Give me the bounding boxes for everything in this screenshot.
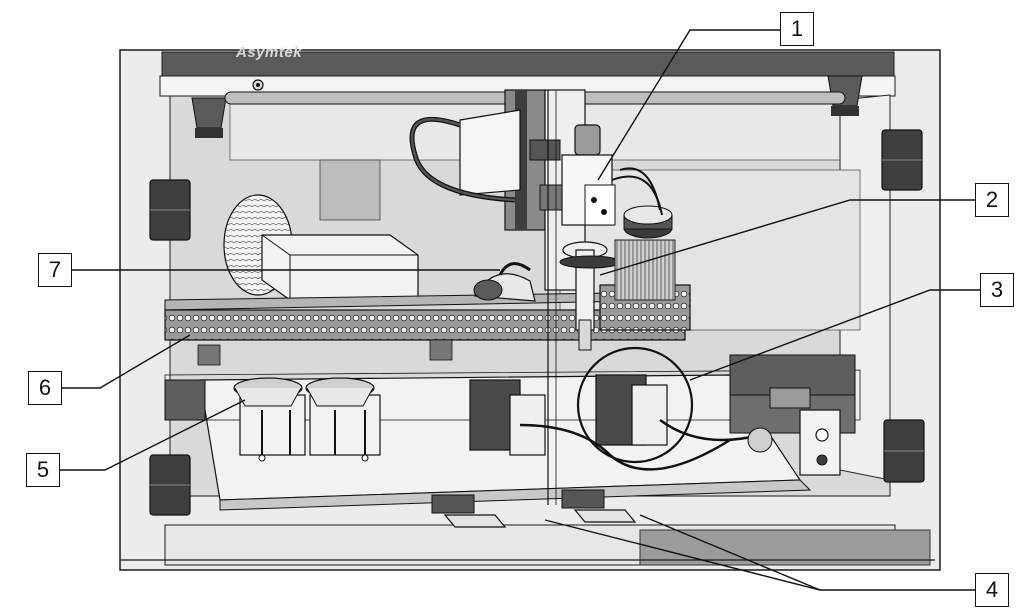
leader-5: [60, 399, 246, 471]
callout-6: 6: [28, 371, 62, 405]
brand-logo: Asymtek: [236, 44, 303, 61]
callout-2: 2: [975, 183, 1009, 217]
leader-lines: [60, 29, 980, 591]
leader-2: [599, 199, 975, 276]
dispense-head: [409, 89, 673, 351]
callout-7: 7: [38, 253, 72, 287]
highlight-circle: [576, 346, 694, 464]
door-latches: [149, 129, 925, 516]
leader-3: [689, 289, 980, 381]
callout-3-label: 3: [990, 277, 1004, 302]
callout-6-label: 6: [38, 375, 52, 400]
callout-5: 5: [26, 453, 60, 487]
x-axis-beam: [164, 284, 692, 366]
callout-4-label: 4: [985, 577, 999, 602]
leveling-feet: [431, 489, 637, 528]
purge-cups: [233, 377, 381, 462]
heat-fins: [614, 239, 676, 301]
callout-1-label: 1: [790, 16, 804, 41]
leader-4b: [639, 514, 821, 591]
callout-5-label: 5: [36, 457, 50, 482]
callout-7-label: 7: [48, 257, 62, 282]
callout-4: 4: [975, 573, 1009, 607]
leader-6: [62, 334, 191, 389]
callout-2-label: 2: [985, 187, 999, 212]
callout-1: 1: [780, 12, 814, 46]
heater-blocks: [469, 374, 841, 476]
leader-1: [597, 29, 780, 181]
callout-3: 3: [980, 273, 1014, 307]
camera-light: [473, 262, 536, 302]
